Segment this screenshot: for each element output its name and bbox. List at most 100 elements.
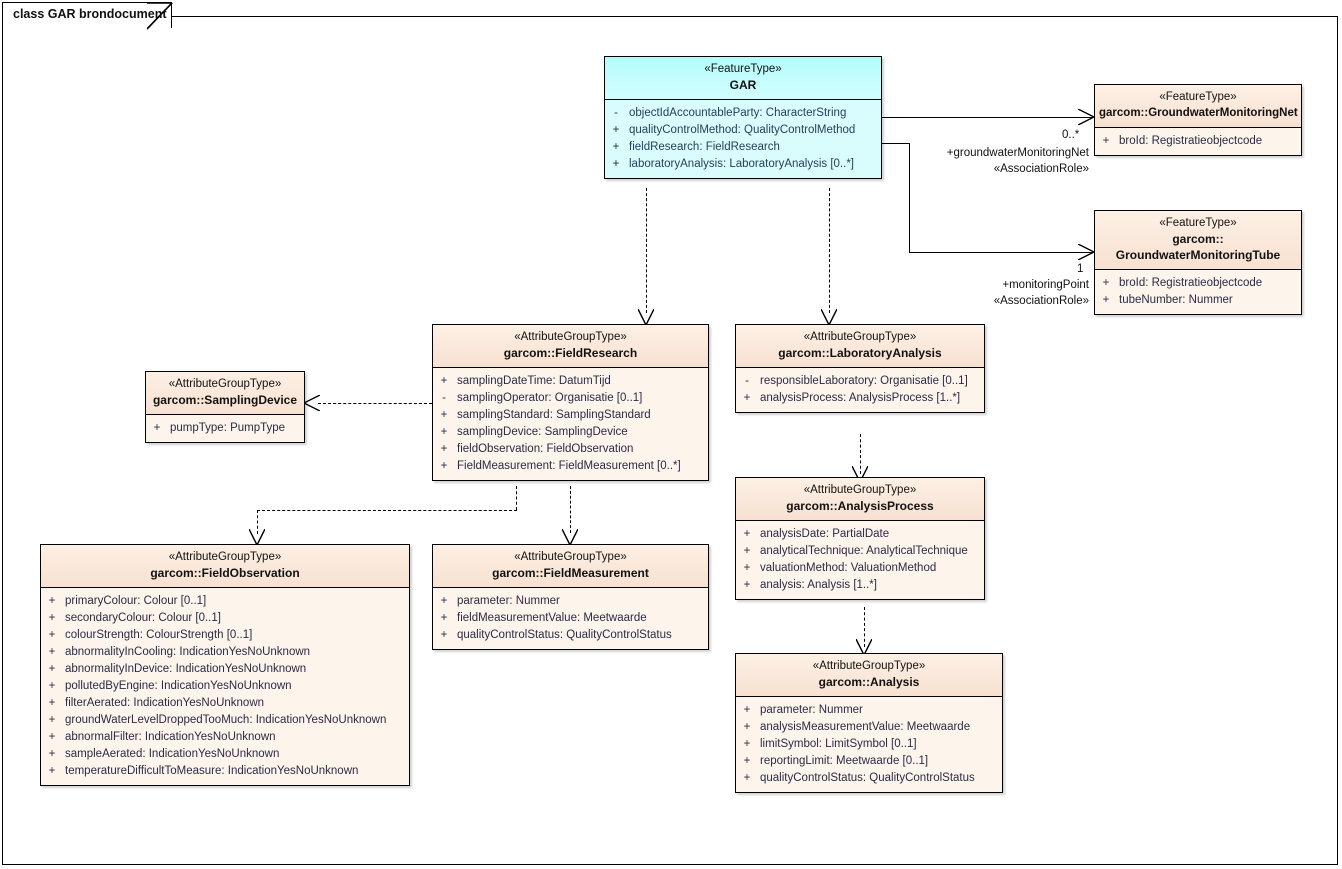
attribute-row: + sampleAerated: IndicationYesNoUnknown bbox=[41, 746, 409, 763]
class-fieldresearch-stereotype: «AttributeGroupType» bbox=[514, 331, 627, 343]
attribute-text: sampleAerated: IndicationYesNoUnknown bbox=[65, 748, 280, 760]
attribute-text: qualityControlStatus: QualityControlStat… bbox=[760, 772, 975, 784]
attribute-text: samplingDateTime: DatumTijd bbox=[457, 375, 611, 387]
visibility: + bbox=[48, 646, 56, 658]
class-gar[interactable]: «FeatureType» GAR -objectIdAccountablePa… bbox=[604, 56, 882, 179]
visibility: + bbox=[440, 409, 448, 421]
class-fieldobservation[interactable]: «AttributeGroupType» garcom::FieldObserv… bbox=[40, 544, 410, 786]
class-fieldobservation-header: «AttributeGroupType» garcom::FieldObserv… bbox=[41, 545, 409, 588]
visibility: + bbox=[440, 375, 448, 387]
class-fieldobservation-stereotype: «AttributeGroupType» bbox=[168, 551, 282, 563]
class-analysis-name: garcom::Analysis bbox=[818, 675, 920, 689]
attribute-row: +colourStrength: ColourStrength [0..1] bbox=[41, 627, 409, 644]
class-analysisprocess[interactable]: «AttributeGroupType» garcom::AnalysisPro… bbox=[735, 477, 985, 600]
class-groundwatermonitoringtube[interactable]: «FeatureType» garcom:: GroundwaterMonito… bbox=[1094, 210, 1302, 315]
class-fieldmeasurement[interactable]: «AttributeGroupType» garcom::FieldMeasur… bbox=[432, 544, 709, 650]
attribute-row: -responsibleLaboratory: Organisatie [0..… bbox=[736, 373, 984, 390]
class-samplingdevice-header: «AttributeGroupType» garcom::SamplingDev… bbox=[146, 372, 304, 415]
class-laboratoryanalysis-stereotype: «AttributeGroupType» bbox=[803, 331, 917, 343]
visibility: + bbox=[440, 595, 448, 607]
attribute-text: abnormalityInDevice: IndicationYesNoUnkn… bbox=[65, 663, 307, 675]
class-analysis[interactable]: «AttributeGroupType» garcom::Analysis +p… bbox=[735, 653, 1003, 793]
attribute-row: + qualityControlStatus: QualityControlSta… bbox=[736, 770, 1002, 787]
visibility: + bbox=[743, 562, 751, 574]
class-analysisprocess-stereotype: «AttributeGroupType» bbox=[803, 484, 917, 496]
attribute-row: +FieldMeasurement: FieldMeasurement [0..… bbox=[433, 458, 708, 475]
attribute-row: +analysisDate: PartialDate bbox=[736, 526, 984, 543]
visibility: + bbox=[743, 738, 751, 750]
attribute-row: + parameter: Nummer bbox=[433, 593, 708, 610]
attribute-row: +abnormalityInDevice: IndicationYesNoUnk… bbox=[41, 661, 409, 678]
class-samplingdevice-stereotype: «AttributeGroupType» bbox=[168, 378, 282, 390]
class-analysisprocess-attributes: +analysisDate: PartialDate +analyticalTe… bbox=[736, 521, 984, 599]
class-samplingdevice[interactable]: «AttributeGroupType» garcom::SamplingDev… bbox=[145, 371, 305, 443]
class-fieldmeasurement-attributes: +parameter: Nummer +fieldMeasurementValu… bbox=[433, 588, 708, 649]
class-fieldmeasurement-header: «AttributeGroupType» garcom::FieldMeasur… bbox=[433, 545, 708, 588]
visibility: + bbox=[440, 443, 448, 455]
class-laboratoryanalysis[interactable]: «AttributeGroupType» garcom::LaboratoryA… bbox=[735, 324, 985, 413]
class-groundwatermonitoringnet-attributes: +broId: Registratieobjectcode bbox=[1095, 128, 1301, 155]
visibility: + bbox=[743, 704, 751, 716]
attribute-row: +samplingStandard: SamplingStandard bbox=[433, 407, 708, 424]
connector-gar-net-multiplicity: 0..* bbox=[1062, 129, 1080, 141]
connector-gar-laboratoryanalysis-arrowhead bbox=[821, 309, 837, 325]
attribute-text: colourStrength: ColourStrength [0..1] bbox=[65, 629, 253, 641]
visibility: + bbox=[48, 680, 56, 692]
visibility: + bbox=[440, 612, 448, 624]
attribute-text: temperatureDifficultToMeasure: Indicatio… bbox=[65, 765, 359, 777]
connector-fieldresearch-fieldobservation-line-1 bbox=[516, 486, 517, 510]
attribute-row: +temperatureDifficultToMeasure: Indicati… bbox=[41, 763, 409, 780]
visibility: - bbox=[614, 107, 618, 119]
class-gar-header: «FeatureType» GAR bbox=[605, 57, 881, 100]
attribute-text: analysisProcess: AnalysisProcess [1..*] bbox=[760, 392, 961, 404]
class-laboratoryanalysis-header: «AttributeGroupType» garcom::LaboratoryA… bbox=[736, 325, 984, 368]
connector-fieldresearch-fieldobservation-line-3 bbox=[257, 510, 258, 534]
visibility: + bbox=[743, 528, 751, 540]
connector-laboratoryanalysis-analysisprocess-arrowhead bbox=[852, 466, 868, 482]
attribute-row: +groundWaterLevelDroppedTooMuch: Indicat… bbox=[41, 712, 409, 729]
visibility: + bbox=[743, 545, 751, 557]
visibility: + bbox=[612, 124, 620, 136]
diagram-title-tab-body bbox=[3, 3, 147, 29]
class-groundwatermonitoringnet[interactable]: «FeatureType» garcom::GroundwaterMonitor… bbox=[1094, 84, 1302, 156]
visibility: + bbox=[440, 629, 448, 641]
visibility: + bbox=[743, 721, 751, 733]
class-fieldresearch-attributes: + samplingDateTime: DatumTijd -samplingOp… bbox=[433, 368, 708, 480]
connector-gar-net-line bbox=[881, 117, 1093, 119]
visibility: + bbox=[153, 422, 161, 434]
class-analysis-header: «AttributeGroupType» garcom::Analysis bbox=[736, 654, 1002, 697]
class-groundwatermonitoringtube-header: «FeatureType» garcom:: GroundwaterMonito… bbox=[1095, 211, 1301, 270]
connector-fieldresearch-fieldobservation-line-2 bbox=[257, 510, 517, 511]
attribute-text: secondaryColour: Colour [0..1] bbox=[65, 612, 221, 624]
visibility: + bbox=[743, 579, 751, 591]
class-samplingdevice-name: garcom::SamplingDevice bbox=[152, 393, 298, 407]
attribute-row: + samplingDateTime: DatumTijd bbox=[433, 373, 708, 390]
attribute-row: +abnormalityInCooling: IndicationYesNoUn… bbox=[41, 644, 409, 661]
attribute-text: pollutedByEngine: IndicationYesNoUnknown bbox=[65, 680, 292, 692]
class-groundwatermonitoringnet-name: garcom::GroundwaterMonitoringNet bbox=[1099, 107, 1298, 119]
attribute-text: parameter: Nummer bbox=[457, 595, 560, 607]
class-analysisprocess-header: «AttributeGroupType» garcom::AnalysisPro… bbox=[736, 478, 984, 521]
visibility: + bbox=[743, 772, 751, 784]
class-fieldresearch-name: garcom::FieldResearch bbox=[503, 346, 638, 360]
visibility: + bbox=[743, 392, 751, 404]
visibility: + bbox=[612, 141, 620, 153]
visibility: + bbox=[612, 158, 620, 170]
attribute-text: broId: Registratieobjectcode bbox=[1119, 277, 1263, 289]
attribute-row: +fieldResearch: FieldResearch bbox=[605, 139, 881, 156]
attribute-row: + pollutedByEngine: IndicationYesNoUnknow… bbox=[41, 678, 409, 695]
attribute-row: -samplingOperator: Organisatie [0..1] bbox=[433, 390, 708, 407]
attribute-row: +tubeNumber: Nummer bbox=[1095, 292, 1301, 309]
connector-fieldresearch-samplingdevice-line bbox=[318, 403, 432, 404]
attribute-row: +primaryColour: Colour [0..1] bbox=[41, 593, 409, 610]
class-groundwatermonitoringnet-header: «FeatureType» garcom::GroundwaterMonitor… bbox=[1095, 85, 1301, 128]
connector-gar-tube-role: +monitoringPoint bbox=[1002, 279, 1089, 291]
visibility: + bbox=[1102, 294, 1110, 306]
attribute-row: +secondaryColour: Colour [0..1] bbox=[41, 610, 409, 627]
class-fieldresearch[interactable]: «AttributeGroupType» garcom::FieldResear… bbox=[432, 324, 709, 481]
attribute-row: +reportingLimit: Meetwaarde [0..1] bbox=[736, 753, 1002, 770]
visibility: + bbox=[48, 748, 56, 760]
connector-gar-fieldresearch-arrowhead bbox=[638, 309, 654, 325]
attribute-text: laboratoryAnalysis: LaboratoryAnalysis [… bbox=[629, 158, 854, 170]
